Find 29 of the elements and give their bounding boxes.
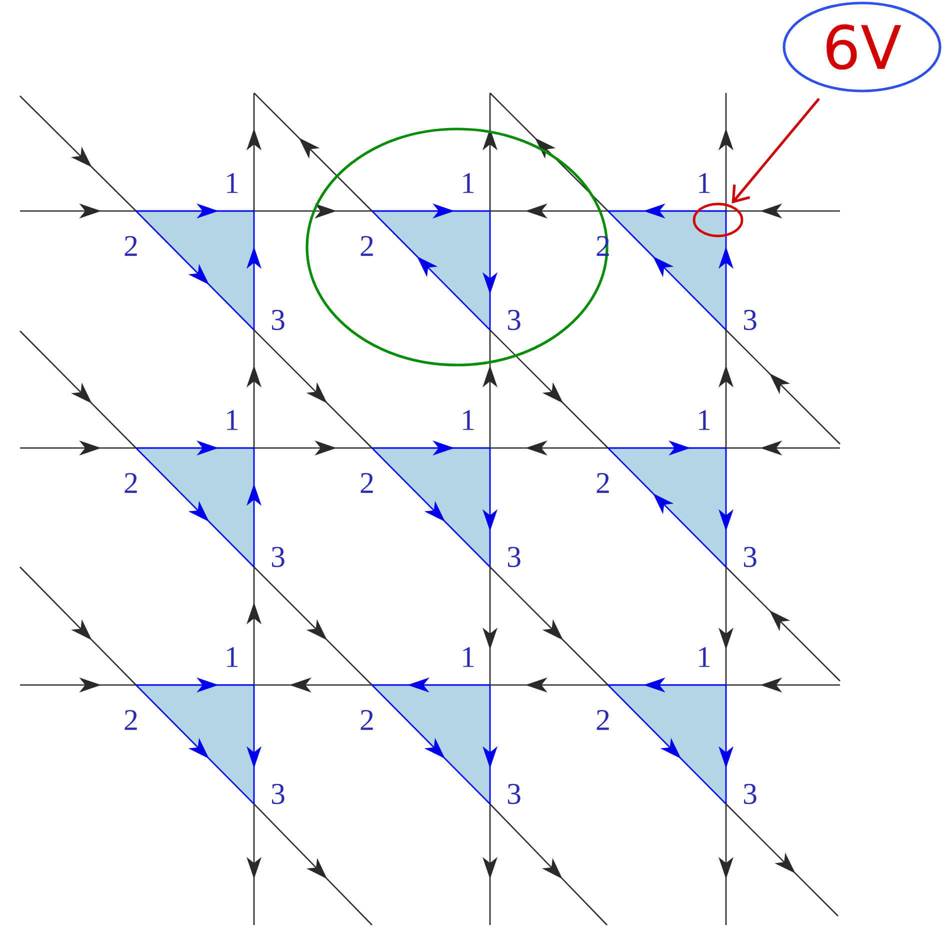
marker-ellipse [692,202,744,238]
vertex-label: 1 [227,173,238,193]
vertex-label: 1 [463,173,474,193]
vertex-label: 3 [744,546,756,568]
vertex-label: 3 [744,310,756,330]
vertex-label: 3 [272,546,284,568]
vertex-label: 1 [699,410,710,430]
vertex-label: 2 [360,236,373,256]
vertex-label: 2 [124,473,137,493]
highlight-ellipse [306,128,608,366]
arrow [732,98,820,204]
vertex-label: 2 [596,473,609,493]
vertex-label: 2 [124,236,137,256]
vertex-label: 3 [508,546,520,568]
vertex-label: 1 [699,647,710,667]
vertex-label: 1 [463,647,474,667]
vertex-label: 1 [227,647,238,667]
vertex-label: 3 [272,784,284,804]
vertex-label: 2 [360,710,373,730]
vertex-label: 1 [463,410,474,430]
vertex-label: 1 [227,410,238,430]
vertex-label: 2 [596,710,609,730]
vertex-label: 2 [360,473,373,493]
vertex-label: 3 [508,784,520,804]
vertex-label: 2 [124,710,137,730]
vertex-label: 1 [699,173,710,193]
vertex-label: 3 [744,784,756,804]
vertex-label: 3 [508,310,520,330]
annotation-bubble: 6V [782,2,942,92]
